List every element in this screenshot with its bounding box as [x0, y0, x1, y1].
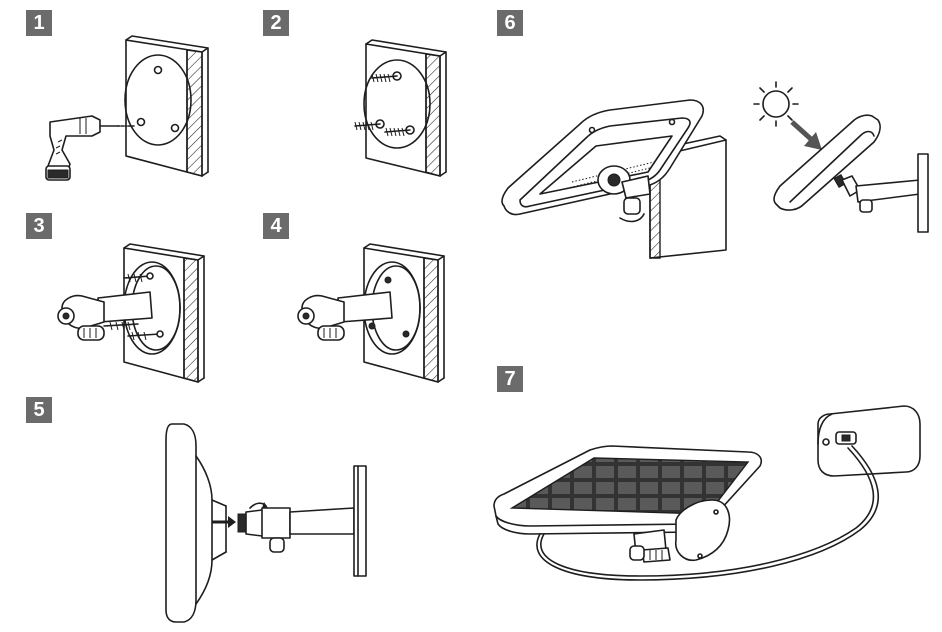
arrow-icon	[212, 516, 236, 528]
step-7-badge: 7	[497, 366, 523, 392]
solar-cable	[536, 445, 879, 581]
step-1-wall	[124, 35, 209, 177]
step-1-badge: 1	[26, 10, 52, 36]
step-2-badge: 2	[263, 10, 289, 36]
step-3-mount-arm	[57, 272, 164, 341]
solar-panel-icon	[501, 99, 705, 223]
step-4-badge: 4	[263, 213, 289, 239]
step-6-side-view-panel	[773, 114, 929, 233]
screw-icon	[354, 71, 415, 137]
step-3-badge: 3	[26, 213, 52, 239]
step-5-badge: 5	[26, 397, 52, 423]
sun-icon	[753, 81, 799, 127]
step-4-mount-arm	[297, 291, 393, 341]
step-2-wall	[363, 39, 447, 177]
sun-direction-arrow-icon	[790, 120, 822, 150]
step-5-solar-panel-side	[165, 423, 227, 623]
step-6-badge: 6	[497, 10, 523, 36]
step-7-mount	[629, 499, 731, 563]
step-5-mount-arm	[237, 465, 367, 577]
drill-icon	[45, 115, 135, 181]
camera-icon	[817, 405, 921, 477]
